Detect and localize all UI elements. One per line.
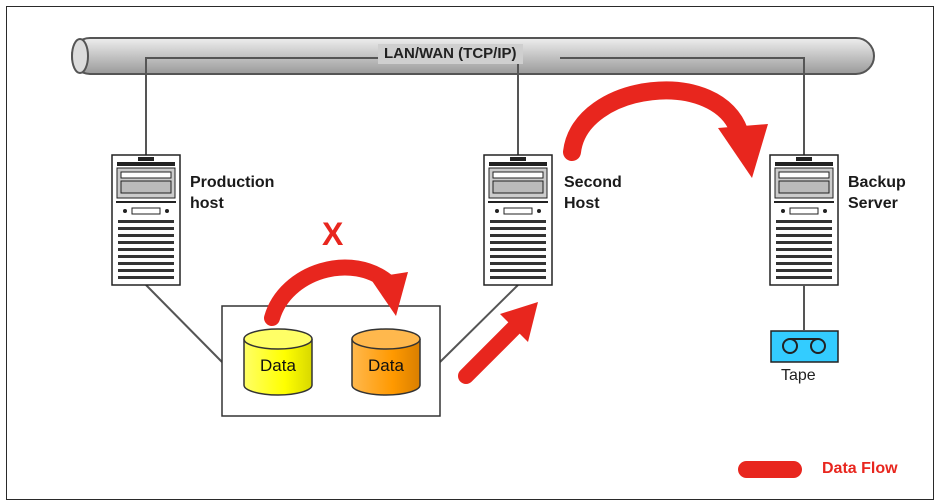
network-label: LAN/WAN (TCP/IP) [378, 44, 523, 64]
data-label-copy: Data [368, 356, 404, 375]
legend-label: Data Flow [822, 460, 898, 477]
host-label-production: Production host [190, 174, 275, 212]
host-label-second: Second Host [564, 174, 622, 212]
flow-arrow-to-second-host [458, 302, 538, 384]
network-links [145, 57, 805, 155]
tape-device [770, 330, 839, 363]
tape-label: Tape [781, 367, 816, 384]
data-cylinder-source [243, 328, 313, 396]
server-tower-second [483, 154, 553, 286]
data-label-source: Data [260, 356, 296, 375]
blocked-mark: X [322, 216, 344, 252]
flow-arrow-to-backup-server [563, 81, 768, 178]
legend-swatch [738, 461, 802, 478]
flow-arrow-local-copy [264, 259, 408, 326]
server-tower-production [111, 154, 181, 286]
server-tower-backup [769, 154, 839, 286]
host-label-backup: Backup Server [848, 174, 906, 212]
storage-links [145, 284, 519, 363]
data-cylinder-copy [351, 328, 421, 396]
